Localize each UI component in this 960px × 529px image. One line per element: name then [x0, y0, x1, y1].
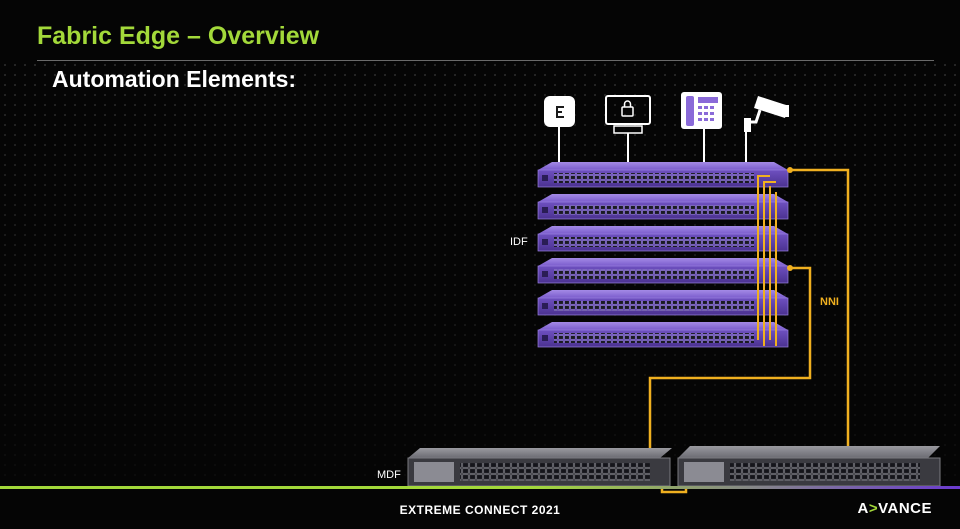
footer-divider [0, 486, 960, 489]
access-point-icon [544, 96, 575, 168]
core-switch [677, 446, 941, 487]
idf-switch-stack [537, 162, 789, 348]
idf-label: IDF [510, 236, 528, 248]
nni-label: NNI [820, 296, 839, 308]
uplink-to-mdf-left [648, 266, 812, 470]
footer-event-name: EXTREME CONNECT 2021 [399, 503, 561, 517]
stack-cables [757, 175, 777, 346]
edge-switch [537, 258, 789, 284]
brand-logo-chevron: > [868, 500, 879, 517]
secure-terminal-icon [605, 95, 651, 168]
brand-logo-text-left: A [857, 500, 869, 517]
edge-switch [537, 290, 789, 316]
slide-subtitle: Automation Elements: [52, 66, 297, 92]
security-camera-icon [744, 96, 789, 168]
core-switch [407, 448, 672, 487]
uplink-to-mdf-right [790, 168, 850, 470]
mdf-label: MDF [377, 469, 401, 481]
title-divider [37, 60, 934, 61]
edge-switch [537, 194, 789, 220]
edge-switch [537, 226, 789, 252]
edge-switch [537, 162, 789, 188]
dot-pattern-background [0, 60, 960, 480]
edge-switch [537, 322, 789, 348]
brand-logo-text-right: VANCE [878, 500, 932, 517]
mdf-core-switches [407, 446, 941, 487]
brand-logo: A>VANCE [857, 500, 932, 517]
slide-title: Fabric Edge – Overview [37, 22, 320, 50]
ip-phone-icon [681, 92, 722, 168]
